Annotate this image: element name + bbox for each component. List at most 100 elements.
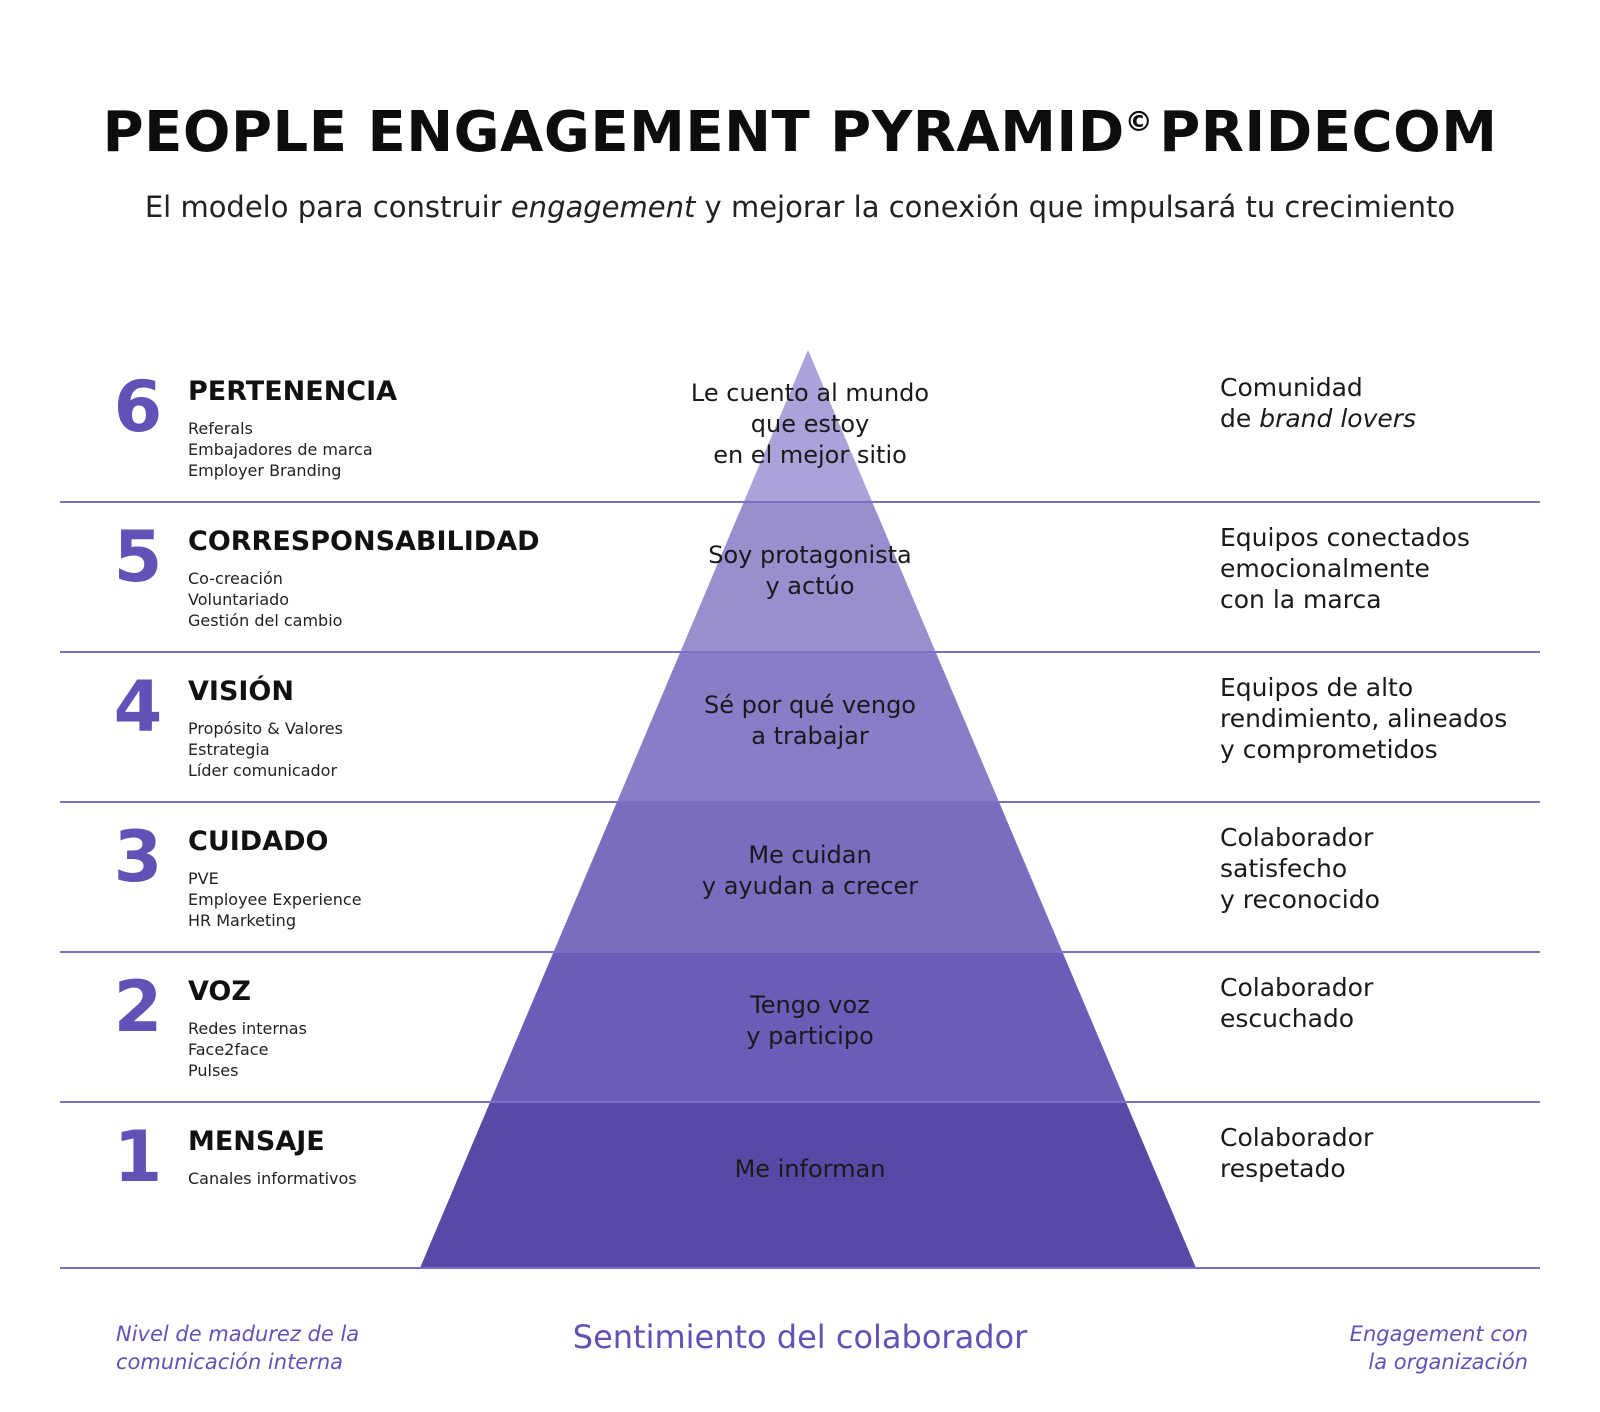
feeling-line: Me informan [734,1155,886,1183]
outcome-line: Colaborador [1220,1123,1374,1152]
level-outcome: Colaborador respetado [1220,1122,1373,1184]
level-4: 4 VISIÓN Propósito & Valores Estrategia … [0,652,1600,802]
feeling-line: Soy protagonista [708,541,912,569]
outcome-line: Equipos de alto [1220,673,1414,702]
level-feeling: Soy protagonista y actúo [640,540,980,602]
feeling-line: y actúo [765,572,855,600]
footer-right-label: Engagement con la organización [1350,1320,1528,1376]
feeling-line: Sé por qué vengo [704,691,916,719]
level-feeling: Me cuidan y ayudan a crecer [640,840,980,902]
level-item: Referals [188,419,253,438]
level-number: 6 [113,366,163,448]
outcome-line: y reconocido [1220,885,1380,914]
level-5: 5 CORRESPONSABILIDAD Co-creación Volunta… [0,502,1600,652]
subtitle-emphasis: engagement [510,190,696,224]
level-item: Líder comunicador [188,761,338,780]
outcome-pre: de [1220,404,1260,433]
footer-center-label: Sentimiento del colaborador [572,1318,1028,1356]
level-outcome: Equipos de alto rendimiento, alineados y… [1220,672,1507,765]
feeling-line: a trabajar [751,722,869,750]
outcome-line: rendimiento, alineados [1220,704,1508,733]
outcome-line: satisfecho [1220,854,1348,883]
outcome-line: y comprometidos [1220,735,1438,764]
outcome-line: Colaborador [1220,823,1374,852]
outcome-line: respetado [1220,1154,1346,1183]
level-items: PVE Employee Experience HR Marketing [188,868,362,931]
level-name: PERTENENCIA [188,376,398,407]
level-3: 3 CUIDADO PVE Employee Experience HR Mar… [0,802,1600,952]
level-2: 2 VOZ Redes internas Face2face Pulses Te… [0,952,1600,1102]
level-item: Estrategia [188,740,270,759]
level-name: MENSAJE [188,1126,325,1157]
title-brand: PRIDECOM [1159,100,1498,165]
level-name: VISIÓN [188,676,294,707]
level-items: Propósito & Valores Estrategia Líder com… [188,718,343,781]
level-item: Employee Experience [188,890,362,909]
footer-left-line: Nivel de madurez de la [116,1322,360,1346]
pyramid-band-level-6 [743,350,873,502]
level-item: Canales informativos [188,1169,357,1188]
feeling-line: Le cuento al mundo [690,379,930,407]
outcome-line: de brand lovers [1220,403,1416,434]
footer-right-line: Engagement con [1349,1322,1528,1346]
level-item: Redes internas [188,1019,307,1038]
copyright-mark: © [1124,105,1154,139]
footer-right-line: la organización [1368,1350,1528,1374]
level-item: Embajadores de marca [188,440,373,459]
level-6: 6 PERTENENCIA Referals Embajadores de ma… [0,352,1600,502]
level-item: HR Marketing [188,911,296,930]
pyramid-band-level-5 [680,502,936,652]
level-number: 4 [113,666,163,748]
pyramid-band-level-2 [490,952,1126,1102]
level-item: Voluntariado [188,590,290,609]
level-outcome: Colaborador escuchado [1220,972,1373,1034]
outcome-line: con la marca [1220,585,1382,614]
level-feeling: Tengo voz y participo [640,990,980,1052]
outcome-line: Equipos conectados [1220,523,1470,552]
footer-left-label: Nivel de madurez de la comunicación inte… [116,1320,359,1376]
feeling-line: y participo [746,1022,874,1050]
subtitle-pre: El modelo para construir [144,190,511,224]
level-items: Referals Embajadores de marca Employer B… [188,418,373,481]
level-feeling: Sé por qué vengo a trabajar [640,690,980,752]
level-item: PVE [188,869,219,888]
feeling-line: en el mejor sitio [713,441,907,469]
footer-left-line: comunicación interna [116,1350,344,1374]
level-number: 3 [113,816,163,898]
level-feeling: Le cuento al mundo que estoy en el mejor… [640,378,980,471]
level-number: 1 [113,1116,163,1198]
level-items: Redes internas Face2face Pulses [188,1018,307,1081]
level-number: 2 [113,966,163,1048]
level-item: Co-creación [188,569,283,588]
pyramid-band-level-3 [553,802,1063,952]
level-feeling: Me informan [640,1154,980,1185]
level-name: CORRESPONSABILIDAD [188,526,540,557]
outcome-line: Colaborador [1220,973,1374,1002]
level-outcome: Colaborador satisfecho y reconocido [1220,822,1380,915]
level-number: 5 [113,516,163,598]
feeling-line: que estoy [750,410,870,438]
feeling-line: Me cuidan [748,841,872,869]
level-outcome: Equipos conectados emocionalmente con la… [1220,522,1470,615]
pyramid-band-level-1 [420,1102,1196,1268]
outcome-line: Comunidad [1220,373,1363,402]
level-items: Canales informativos [188,1168,357,1189]
level-dividers [60,501,1540,1269]
level-item: Employer Branding [188,461,342,480]
feeling-line: Tengo voz [750,991,870,1019]
level-item: Propósito & Valores [188,719,343,738]
feeling-line: y ayudan a crecer [701,872,919,900]
outcome-line: emocionalmente [1220,554,1430,583]
level-items: Co-creación Voluntariado Gestión del cam… [188,568,342,631]
title-main: PEOPLE ENGAGEMENT PYRAMID [102,100,1125,165]
level-outcome: Comunidad de brand lovers [1220,372,1416,434]
outcome-line: escuchado [1220,1004,1355,1033]
level-name: CUIDADO [188,826,329,857]
level-name: VOZ [188,976,251,1007]
pyramid-band-level-4 [616,652,1000,802]
level-item: Gestión del cambio [188,611,343,630]
level-item: Face2face [188,1040,269,1059]
level-1: 1 MENSAJE Canales informativos Me inform… [0,1102,1600,1252]
page-title: PEOPLE ENGAGEMENT PYRAMID©PRIDECOM [0,100,1600,165]
